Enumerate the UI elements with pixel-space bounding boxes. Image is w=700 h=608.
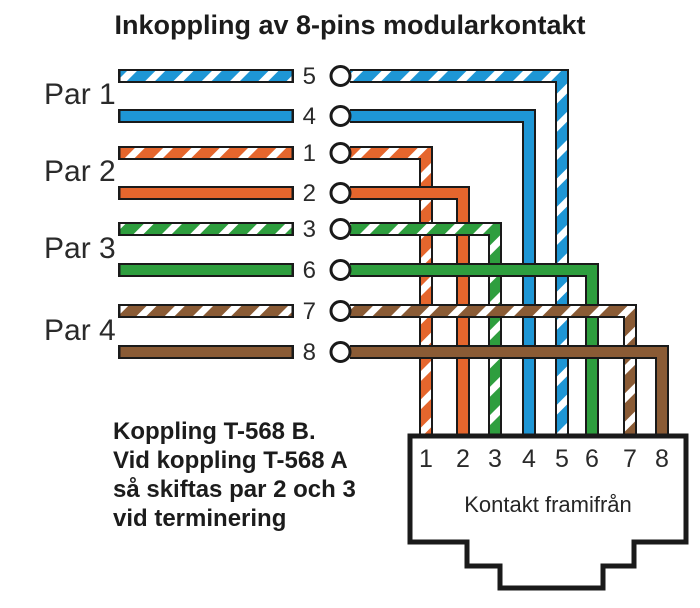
pin-number: 7: [302, 298, 316, 325]
connector-pin-number: 8: [655, 445, 669, 473]
page-title: Inkoppling av 8-pins modularkontakt: [114, 10, 586, 40]
wire-pin-3: [118, 222, 502, 450]
wire-pin-7: [118, 304, 637, 450]
terminal-circle: [329, 341, 352, 363]
wire-pin-5: [118, 69, 569, 450]
pin-number: 2: [302, 180, 316, 207]
pin-number: 5: [302, 63, 316, 90]
pin-number: 6: [302, 257, 316, 284]
note-line: så skiftas par 2 och 3: [113, 476, 356, 503]
wire-pin-2: [118, 186, 470, 450]
pair-label: Par 1: [44, 78, 116, 111]
connector-front-label: Kontakt framifrån: [464, 492, 632, 517]
connector-pin-number: 4: [522, 445, 536, 473]
pin-number: 1: [302, 140, 316, 167]
terminal-circle: [329, 218, 352, 240]
terminal-circle: [329, 65, 352, 87]
connector-pin-number: 3: [488, 445, 502, 473]
wire-pin-4: [118, 109, 536, 450]
connector-outline: [407, 433, 689, 591]
connector-pin-number: 7: [623, 445, 637, 473]
note-line: vid terminering: [113, 505, 287, 532]
connector-pin-number: 2: [456, 445, 470, 473]
pair-label: Par 2: [44, 155, 116, 188]
wire-pin-6: [118, 263, 599, 450]
terminal-circle: [329, 259, 352, 281]
connector-pin-number: 6: [585, 445, 599, 473]
terminal-circle: [329, 142, 352, 164]
pin-number: 4: [302, 103, 316, 130]
pin-number: 3: [302, 216, 316, 243]
connector-pin-number: 5: [555, 445, 569, 473]
note-line: Vid koppling T-568 A: [113, 447, 348, 474]
connector-pin-number: 1: [419, 445, 433, 473]
pair-label: Par 3: [44, 232, 116, 265]
pair-label: Par 4: [44, 313, 116, 347]
wire-pin-8: [118, 345, 669, 450]
terminal-circle: [329, 182, 352, 204]
terminal-circle: [329, 105, 352, 127]
pin-number: 8: [302, 339, 316, 366]
terminal-circle: [329, 300, 352, 322]
note-line: Koppling T-568 B.: [113, 418, 316, 445]
